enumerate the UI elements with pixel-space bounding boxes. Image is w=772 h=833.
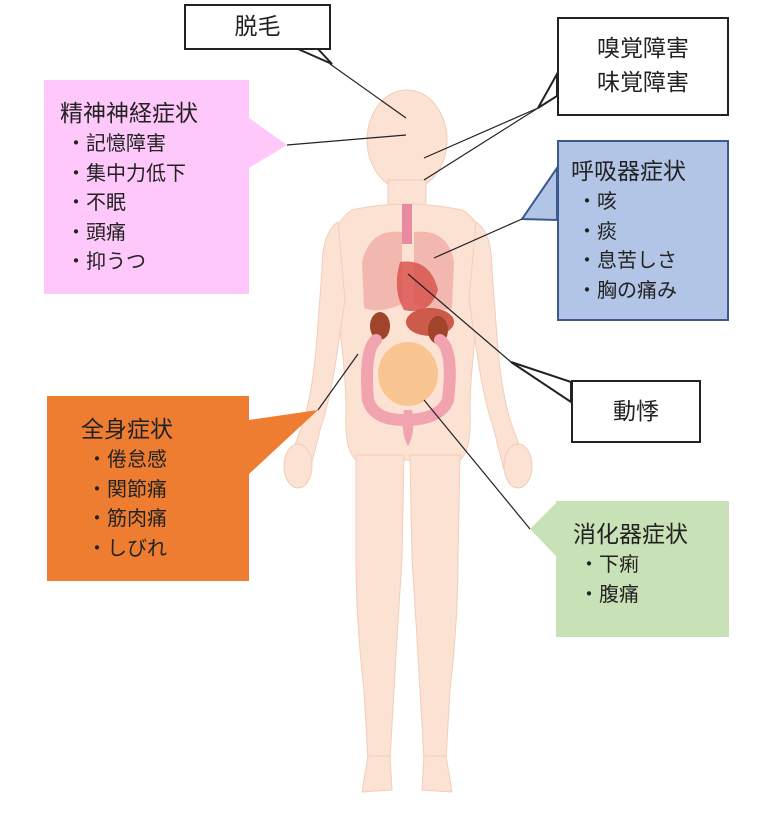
heart — [396, 261, 438, 312]
neuro-pointer — [249, 118, 287, 168]
left-lung — [362, 231, 402, 311]
callout-palpitation: 動悸 — [571, 380, 701, 443]
symptom-item: 倦怠感 — [81, 445, 249, 475]
neck — [387, 179, 427, 206]
symptom-item: 抑うつ — [60, 247, 249, 277]
right-leg — [409, 454, 461, 761]
symptom-item: 痰 — [571, 217, 727, 247]
callout-neuro-title: 精神神経症状 — [60, 101, 198, 127]
small-intestine — [378, 342, 438, 406]
digestive-pointer — [530, 503, 556, 556]
symptom-item: 下痢 — [573, 550, 729, 580]
callout-whole-body: 全身症状 倦怠感 関節痛 筋肉痛 しびれ — [47, 396, 249, 581]
symptom-item: 息苦しさ — [571, 246, 727, 276]
symptom-item: 咳 — [571, 187, 727, 217]
trachea — [402, 204, 412, 244]
callout-hair-loss: 脱毛 — [184, 4, 331, 50]
left-leg — [355, 454, 405, 761]
left-foot — [361, 755, 393, 793]
callout-neuropsychiatric: 精神神経症状 記憶障害 集中力低下 不眠 頭痛 抑うつ — [44, 80, 249, 294]
symptom-item: 集中力低下 — [60, 159, 249, 189]
callout-taste-line: 味覚障害 — [597, 70, 689, 96]
right-foot — [421, 755, 453, 793]
left-kidney — [370, 312, 390, 340]
smell-pointer — [537, 70, 558, 109]
symptom-item: 記憶障害 — [60, 129, 249, 159]
callout-digestive-title: 消化器症状 — [573, 522, 688, 548]
callout-digestive: 消化器症状 下痢 腹痛 — [556, 501, 729, 637]
respiratory-pointer — [520, 164, 558, 222]
symptom-item: 筋肉痛 — [81, 504, 249, 534]
left-hand — [283, 443, 313, 489]
leader-lines — [286, 63, 539, 530]
callout-palpitation-title: 動悸 — [613, 399, 659, 425]
organs — [361, 204, 456, 446]
symptom-item: 不眠 — [60, 188, 249, 218]
callout-smell-taste: 嗅覚障害 味覚障害 — [557, 17, 729, 116]
rectum — [402, 410, 414, 446]
right-arm — [468, 221, 526, 477]
callout-hair-loss-title: 脱毛 — [234, 14, 281, 40]
symptom-item: しびれ — [81, 534, 249, 564]
head — [366, 89, 448, 191]
symptom-item: 腹痛 — [573, 580, 729, 610]
symptom-item: 関節痛 — [81, 475, 249, 505]
symptom-item: 頭痛 — [60, 218, 249, 248]
palpitation-pointer — [510, 361, 572, 404]
callout-whole-body-title: 全身症状 — [81, 417, 173, 443]
left-arm — [288, 221, 346, 477]
callout-smell-line: 嗅覚障害 — [597, 36, 689, 62]
whole-body-pointer — [249, 410, 318, 474]
callout-respiratory: 呼吸器症状 咳 痰 息苦しさ 胸の痛み — [557, 140, 729, 321]
right-hand — [503, 443, 533, 489]
hair-pointer — [297, 48, 333, 65]
callout-respiratory-title: 呼吸器症状 — [571, 159, 686, 185]
symptom-item: 胸の痛み — [571, 276, 727, 306]
